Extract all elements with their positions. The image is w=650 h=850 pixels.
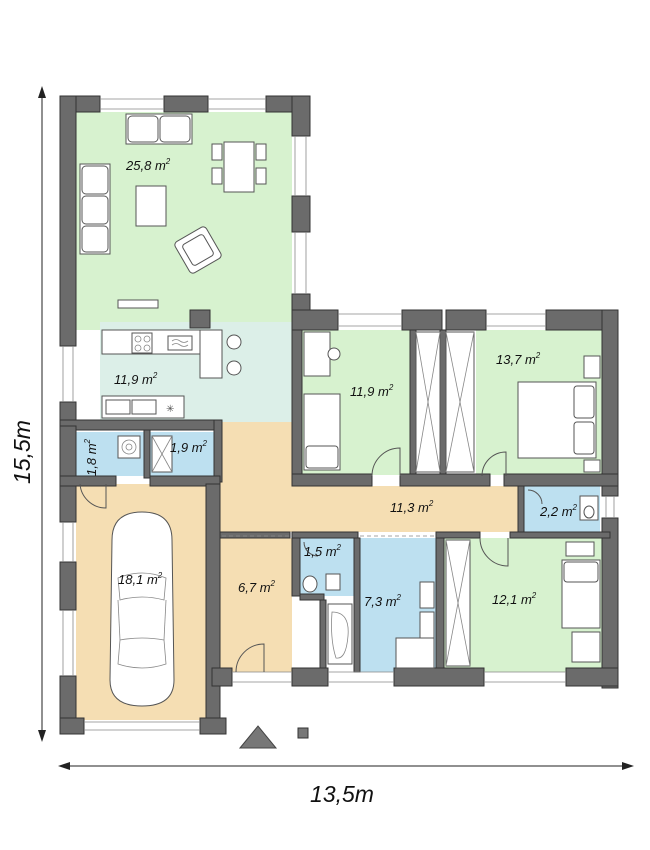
room-labels: 25,8 m2 11,9 m2 11,9 m2 13,7 m2 1,8 m2 1… (83, 157, 578, 609)
label-small-bath: 1,8 m2 (83, 438, 99, 476)
svg-text:✳: ✳ (166, 404, 174, 415)
label-entry: 6,7 m2 (238, 579, 276, 595)
height-dimension: 15,5m (9, 86, 46, 742)
label-hall: 11,3 m2 (390, 499, 434, 515)
dining-table (223, 141, 255, 193)
sink-2 (419, 611, 435, 639)
bedroom1-desk (303, 331, 331, 377)
height-label: 15,5m (9, 420, 35, 484)
label-bedroom2: 13,7 m2 (496, 351, 541, 367)
sink-1 (419, 581, 435, 609)
shower (395, 637, 435, 669)
label-living: 25,8 m2 (125, 157, 171, 173)
entrance-pillar (297, 727, 309, 739)
width-label: 13,5m (310, 781, 374, 807)
kitchen-island (199, 329, 223, 379)
small-bath-fixture (117, 435, 141, 459)
furniture: ✳ (79, 113, 601, 707)
bar-stool-2 (226, 360, 242, 376)
label-storage: 1,9 m2 (170, 439, 208, 455)
label-bedroom3: 12,1 m2 (492, 591, 537, 607)
doors (79, 447, 543, 673)
label-bathroom: 7,3 m2 (364, 593, 402, 609)
label-wc: 2,2 m2 (539, 503, 578, 519)
entry-floor (220, 538, 292, 672)
cooktop (131, 332, 153, 354)
coffee-table (135, 185, 167, 227)
label-kitchen: 11,9 m2 (114, 371, 158, 387)
entrance-triangle (238, 725, 278, 749)
windows (62, 98, 615, 731)
label-bedroom1: 11,9 m2 (350, 383, 394, 399)
car (109, 511, 175, 707)
label-wc2: 1,5 m2 (304, 543, 342, 559)
label-garage: 18,1 m2 (118, 571, 163, 587)
hall-floor (220, 422, 518, 532)
walls (59, 95, 619, 735)
bar-stool-1 (226, 334, 242, 350)
tv-console (117, 299, 159, 309)
width-dimension: 13,5m (58, 762, 634, 807)
